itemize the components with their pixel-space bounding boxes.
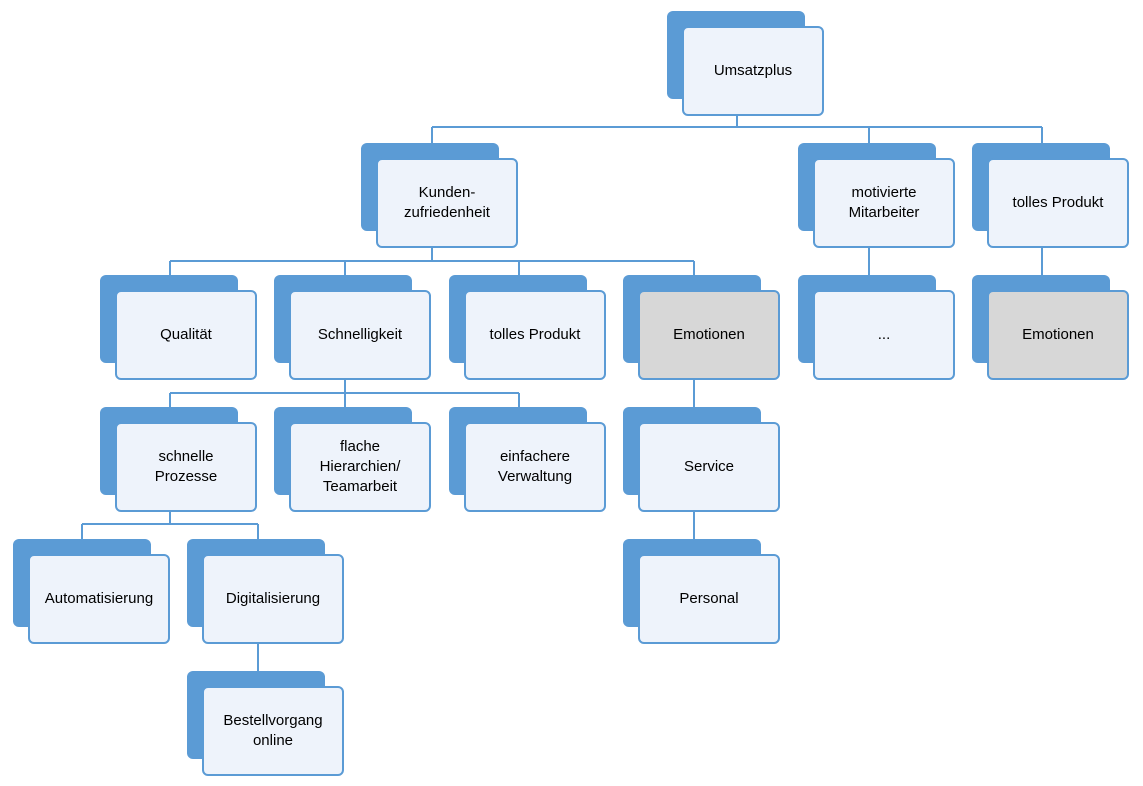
box-label-schnelligkeit: Schnelligkeit [289,290,431,380]
box-label-automatisierung: Automatisierung [28,554,170,644]
box-label-umsatzplus: Umsatzplus [682,26,824,116]
box-label-emotionen-right: Emotionen [987,290,1129,380]
box-label-qualitaet: Qualität [115,290,257,380]
box-label-service: Service [638,422,780,512]
box-label-kundenzufriedenheit: Kunden- zufriedenheit [376,158,518,248]
box-label-motivierte-mitarbeiter: motivierte Mitarbeiter [813,158,955,248]
box-label-ellipsis: ... [813,290,955,380]
box-label-flache-hierarchien: flache Hierarchien/ Teamarbeit [289,422,431,512]
box-label-tolles-produkt-top: tolles Produkt [987,158,1129,248]
box-label-digitalisierung: Digitalisierung [202,554,344,644]
box-label-einfachere-verwaltung: einfachere Verwaltung [464,422,606,512]
box-label-tolles-produkt-sub: tolles Produkt [464,290,606,380]
box-label-schnelle-prozesse: schnelle Prozesse [115,422,257,512]
box-label-emotionen-left: Emotionen [638,290,780,380]
box-label-personal: Personal [638,554,780,644]
box-label-bestellvorgang-online: Bestellvorgang online [202,686,344,776]
